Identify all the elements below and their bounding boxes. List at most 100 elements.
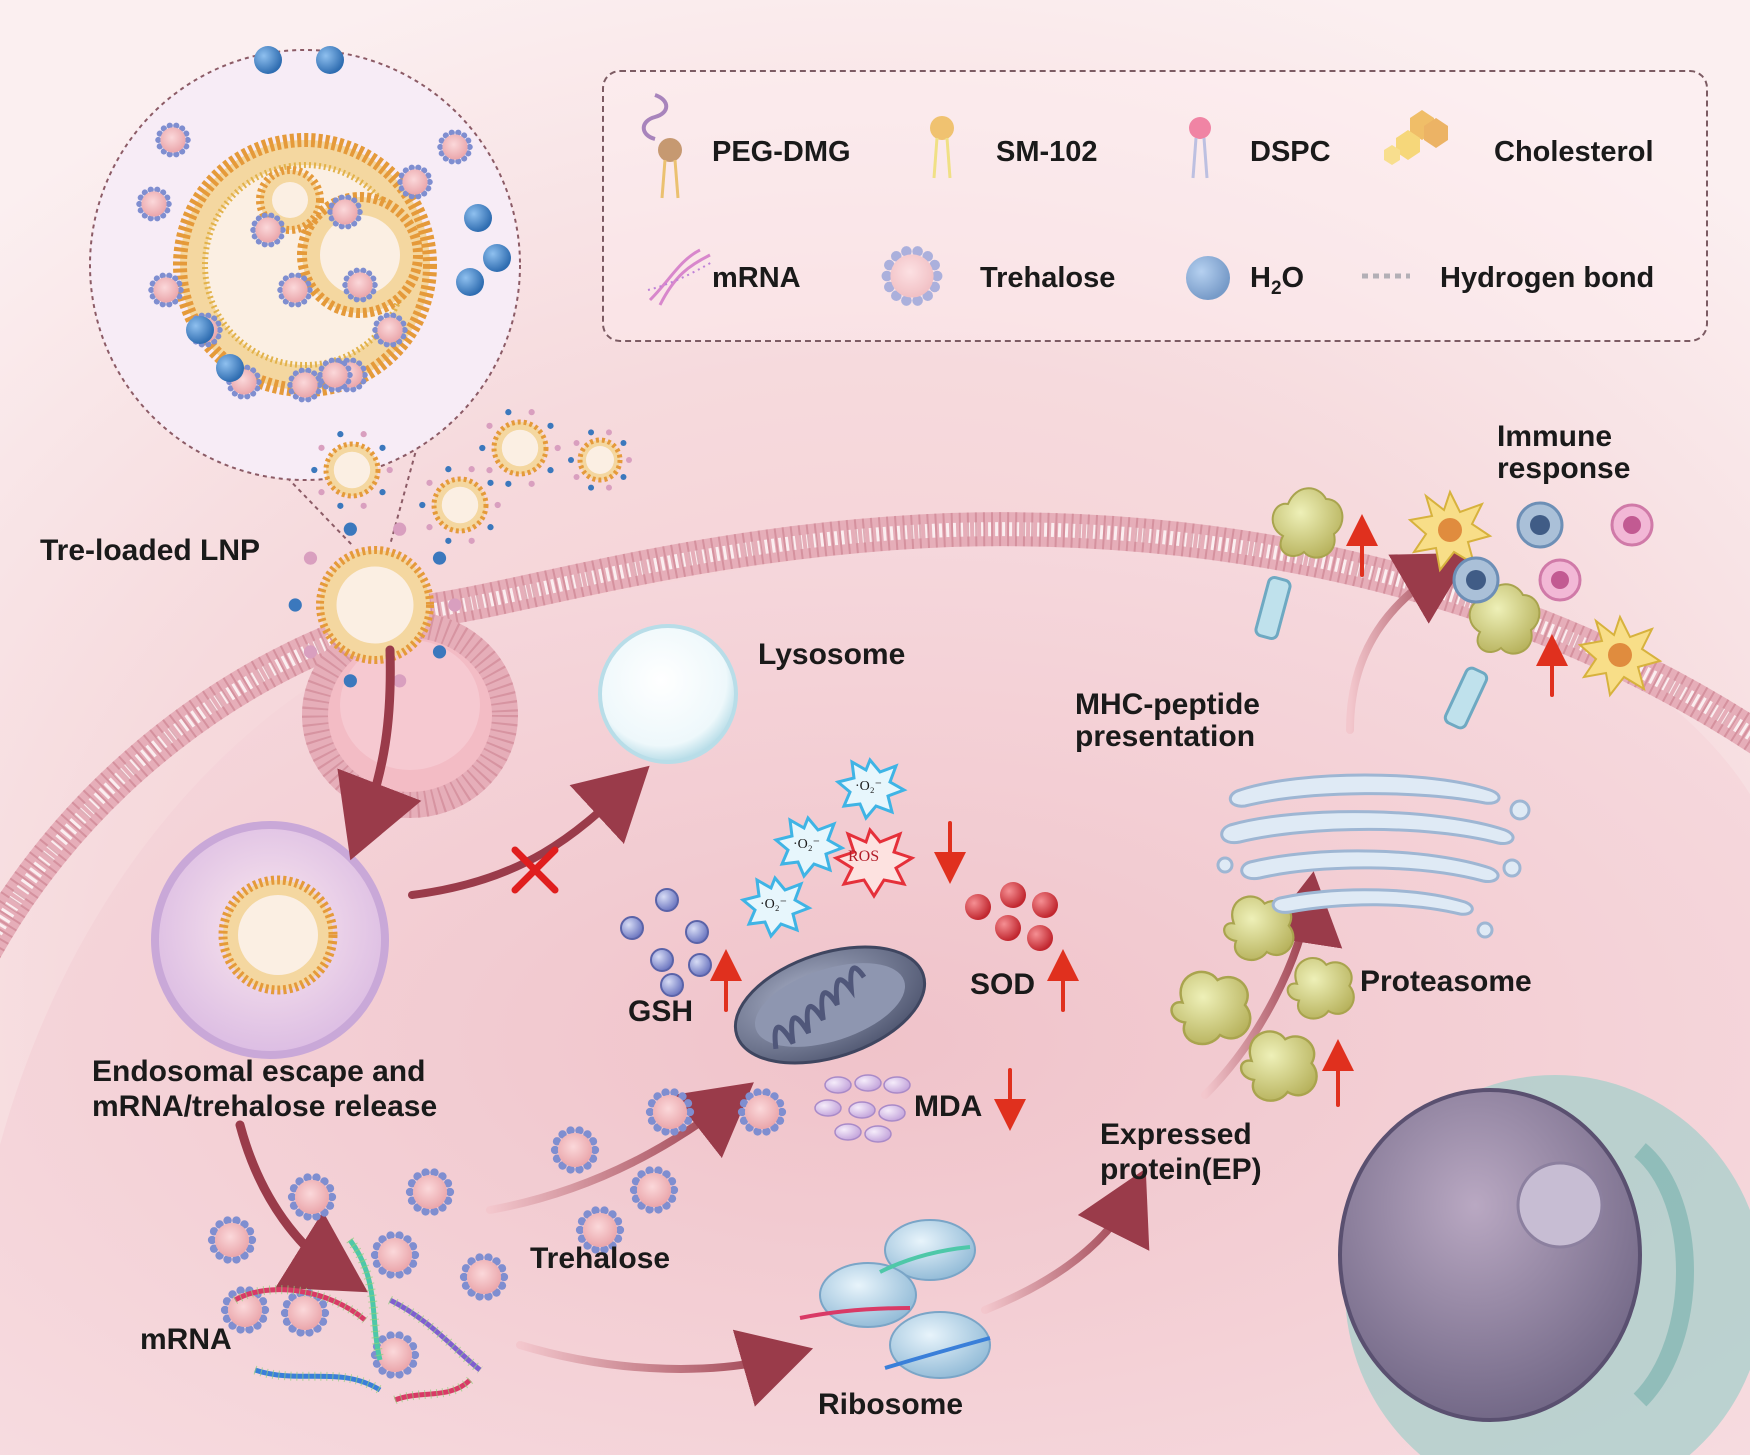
- ros-burst-icons: [739, 757, 916, 939]
- label-ros: ROS: [848, 848, 880, 865]
- label-immune-line2: response: [1497, 452, 1631, 485]
- trehalose-icon: [250, 212, 286, 248]
- endocytosis-pocket: [302, 612, 518, 818]
- water-icon: [186, 316, 214, 344]
- mitochondrion-icon: [733, 945, 927, 1065]
- label-ribosome: Ribosome: [818, 1388, 964, 1421]
- trehalose-icon: [317, 357, 353, 393]
- mrna-icon: [254, 1367, 382, 1393]
- label-sod: SOD: [970, 968, 1036, 1001]
- label-tre-loaded-lnp: Tre-loaded LNP: [40, 534, 261, 567]
- label-expressed-line1: Expressed: [1100, 1118, 1252, 1151]
- trehalose-icon: [277, 272, 313, 308]
- label-proteasome: Proteasome: [1360, 965, 1532, 998]
- ribosome-icons: [799, 1219, 991, 1379]
- h2o-subscript: 2: [1270, 277, 1282, 299]
- sm102-icon: [930, 116, 954, 179]
- trehalose-icon: [370, 1331, 420, 1379]
- mrna-strand-icons: [232, 1237, 483, 1405]
- trehalose-icon: [372, 312, 408, 348]
- label-mhc-line2: presentation: [1075, 720, 1256, 753]
- trehalose-icon: [370, 1231, 420, 1279]
- label-superoxide-3: ·O₂⁻: [760, 897, 788, 912]
- trehalose-icon: [575, 1206, 625, 1254]
- expressed-protein-icon: [1170, 970, 1252, 1046]
- mrna-icon: [347, 1238, 383, 1361]
- blocked-x-icon: [511, 846, 559, 894]
- legend-label-sm102: SM-102: [996, 136, 1098, 168]
- legend-label-trehalose: Trehalose: [980, 262, 1116, 294]
- trehalose-icon: [737, 1088, 787, 1136]
- dspc-icon: [1189, 117, 1211, 179]
- mda-molecule-icons: [814, 1074, 911, 1143]
- expressed-protein-icons: [1170, 895, 1355, 1102]
- h2o-o: O: [1281, 262, 1305, 294]
- label-superoxide-1: ·O₂⁻: [855, 779, 883, 794]
- cholesterol-icon: [1384, 110, 1448, 165]
- trehalose-icon: [550, 1126, 600, 1174]
- water-icon: [483, 244, 511, 272]
- label-superoxide-2: ·O₂⁻: [793, 837, 821, 852]
- label-mhc-line1: MHC-peptide: [1075, 688, 1260, 721]
- label-lysosome: Lysosome: [758, 638, 906, 671]
- water-icon: [316, 46, 344, 74]
- peg-dmg-icon: [641, 93, 682, 199]
- water-icon: [216, 354, 244, 382]
- pathway-arrows: [235, 552, 1471, 1407]
- trehalose-icon: [280, 1289, 330, 1337]
- water-icon: [464, 204, 492, 232]
- lysosome-icon: [598, 624, 738, 764]
- water-icon: [1186, 256, 1230, 300]
- change-indicator-arrows: [710, 514, 1568, 1131]
- label-expressed-line2: protein(EP): [1100, 1153, 1262, 1186]
- trehalose-icon: [629, 1166, 679, 1214]
- label-mrna: mRNA: [140, 1323, 232, 1356]
- legend-panel: [602, 70, 1708, 342]
- released-trehalose-icons: [207, 1088, 787, 1379]
- trehalose-icon: [645, 1088, 695, 1136]
- legend-label-dspc: DSPC: [1250, 136, 1331, 168]
- mrna-icon: [647, 248, 713, 306]
- trehalose-icon: [207, 1216, 257, 1264]
- legend-icons: [641, 93, 1448, 306]
- label-immune-line1: Immune: [1497, 420, 1613, 453]
- legend-label-h2o: H2O: [1250, 262, 1304, 300]
- trehalose-icon: [397, 164, 433, 200]
- endosome-icon: [151, 821, 389, 1059]
- expressed-protein-icon: [1239, 1030, 1318, 1102]
- gsh-molecule-icons: [620, 888, 712, 997]
- label-trehalose: Trehalose: [530, 1242, 671, 1275]
- h2o-h: H: [1250, 262, 1271, 294]
- trehalose-icon: [148, 272, 184, 308]
- trehalose-icon: [287, 1173, 337, 1221]
- water-icon: [456, 268, 484, 296]
- trehalose-icon: [881, 246, 943, 306]
- expressed-protein-icon: [1223, 895, 1295, 962]
- trehalose-icon: [437, 129, 473, 165]
- trehalose-icon: [342, 267, 378, 303]
- legend-label-cholesterol: Cholesterol: [1494, 136, 1654, 168]
- immune-cell-icons: [1407, 489, 1663, 698]
- mrna-icon: [394, 1378, 472, 1403]
- trehalose-icon: [327, 194, 363, 230]
- trehalose-icon: [459, 1253, 509, 1301]
- legend-label-hydrogen-bond: Hydrogen bond: [1440, 262, 1655, 294]
- trehalose-icon: [405, 1168, 455, 1216]
- expressed-protein-icon: [1286, 956, 1355, 1020]
- mrna-icon: [388, 1297, 482, 1372]
- label-mda: MDA: [914, 1090, 983, 1123]
- small-lnp-icons: [288, 409, 632, 688]
- lnp-zoom-icon: [89, 46, 521, 481]
- label-gsh: GSH: [628, 995, 694, 1028]
- trehalose-icon: [136, 186, 172, 222]
- trehalose-icon: [881, 246, 943, 306]
- sod-molecule-icons: [965, 882, 1058, 951]
- trehalose-icon: [155, 122, 191, 158]
- legend-label-mrna: mRNA: [712, 262, 801, 294]
- golgi-icon: [1216, 773, 1531, 939]
- label-endosomal-line2: mRNA/trehalose release: [92, 1090, 438, 1123]
- mhc-icons: [1254, 487, 1541, 730]
- nucleus-icon: [1338, 1075, 1750, 1455]
